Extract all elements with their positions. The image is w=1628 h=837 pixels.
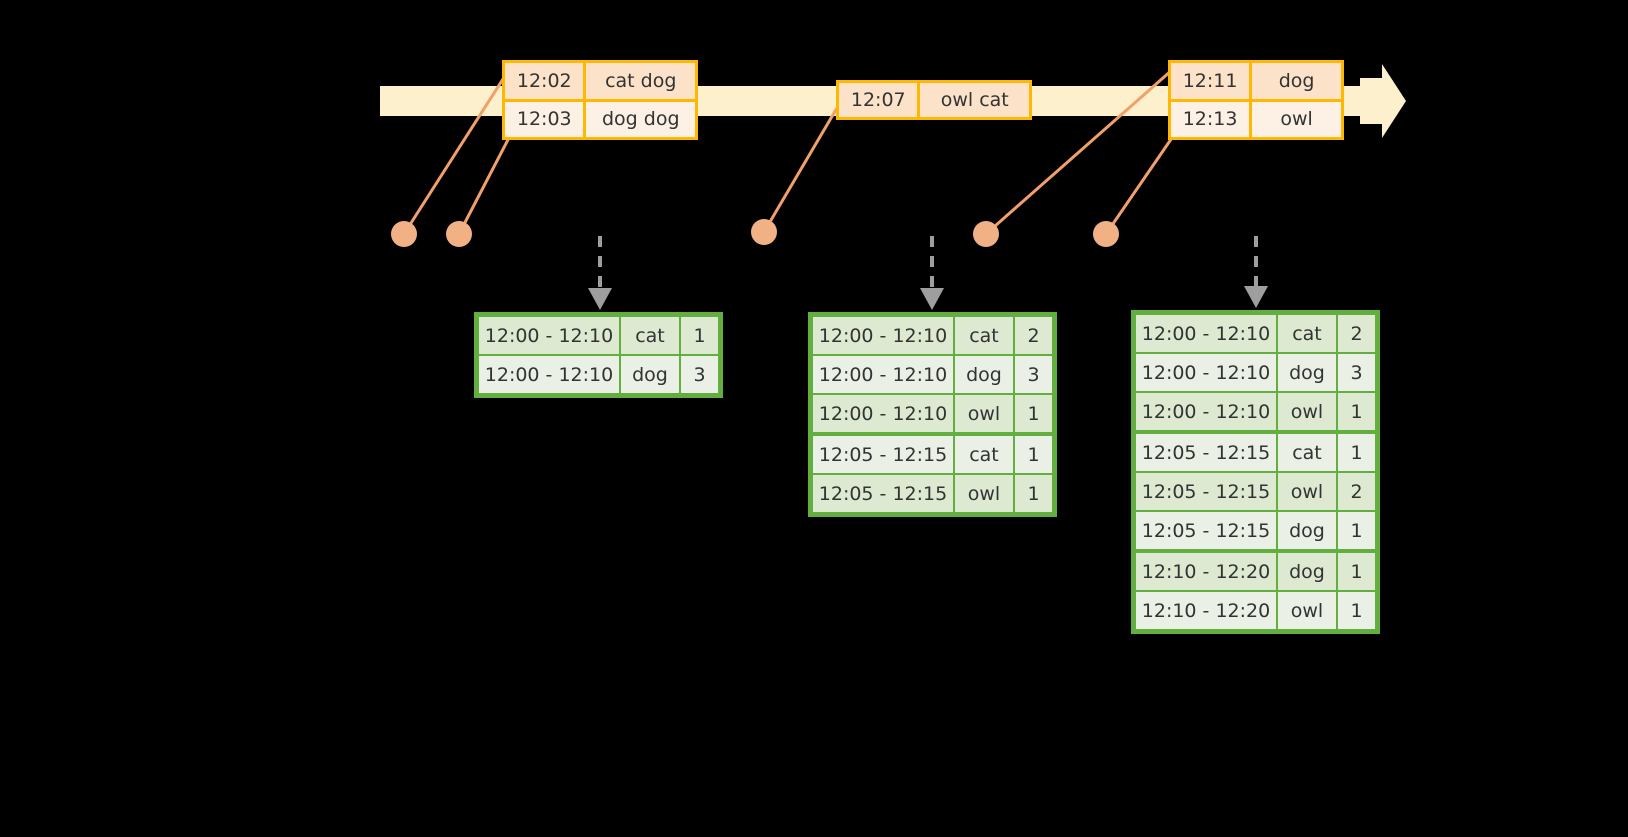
cell-key: cat bbox=[955, 436, 1013, 473]
cell-count: 1 bbox=[1015, 395, 1052, 432]
cell-count: 2 bbox=[1338, 473, 1375, 510]
cell-key: owl bbox=[955, 395, 1013, 432]
cell-window: 12:00 - 12:10 bbox=[813, 356, 953, 393]
event-dot bbox=[1093, 221, 1119, 247]
cell-count: 1 bbox=[1015, 475, 1052, 512]
event-row: 12:02 cat dog bbox=[505, 63, 695, 99]
cell-key: dog bbox=[1278, 553, 1336, 590]
cell-window: 12:00 - 12:10 bbox=[479, 356, 619, 393]
event-time: 12:11 bbox=[1171, 63, 1253, 99]
event-dot bbox=[391, 221, 417, 247]
cell-key: cat bbox=[1278, 315, 1336, 352]
event-dot-group bbox=[391, 219, 1119, 247]
cell-window: 12:05 - 12:15 bbox=[1136, 512, 1276, 549]
emit-arrow-group bbox=[598, 236, 1258, 288]
timeline-arrowhead-icon bbox=[1360, 64, 1406, 138]
cell-count: 1 bbox=[1338, 592, 1375, 629]
cell-window: 12:00 - 12:10 bbox=[479, 317, 619, 354]
event-time: 12:02 bbox=[505, 63, 587, 99]
cell-count: 3 bbox=[1015, 356, 1052, 393]
emit-arrowhead-icon bbox=[920, 288, 944, 310]
event-value: dog bbox=[1252, 63, 1341, 99]
cell-key: dog bbox=[1278, 354, 1336, 391]
cell-key: cat bbox=[1278, 434, 1336, 471]
cell-window: 12:00 - 12:10 bbox=[1136, 354, 1276, 391]
cell-count: 1 bbox=[1338, 434, 1375, 471]
cell-window: 12:10 - 12:20 bbox=[1136, 592, 1276, 629]
timeline-event-group-2[interactable]: 12:07 owl cat bbox=[836, 80, 1032, 120]
event-value: dog dog bbox=[586, 101, 695, 137]
cell-window: 12:05 - 12:15 bbox=[1136, 434, 1276, 471]
cell-key: cat bbox=[621, 317, 679, 354]
event-time: 12:03 bbox=[505, 101, 587, 137]
event-value: owl cat bbox=[920, 83, 1029, 117]
cell-key: dog bbox=[621, 356, 679, 393]
event-row: 12:11 dog bbox=[1171, 63, 1341, 99]
event-time: 12:13 bbox=[1171, 101, 1253, 137]
emit-arrowhead-icon bbox=[588, 288, 612, 310]
cell-count: 3 bbox=[681, 356, 718, 393]
cell-count: 1 bbox=[1015, 436, 1052, 473]
event-row: 12:03 dog dog bbox=[505, 98, 695, 137]
event-value: cat dog bbox=[586, 63, 695, 99]
cell-count: 1 bbox=[681, 317, 718, 354]
cell-window: 12:05 - 12:15 bbox=[813, 475, 953, 512]
cell-key: dog bbox=[1278, 512, 1336, 549]
cell-count: 1 bbox=[1338, 393, 1375, 430]
cell-window: 12:00 - 12:10 bbox=[813, 395, 953, 432]
event-row: 12:13 owl bbox=[1171, 98, 1341, 137]
event-row: 12:07 owl cat bbox=[839, 83, 1029, 117]
cell-key: owl bbox=[1278, 393, 1336, 430]
emit-arrowhead-icon bbox=[1244, 286, 1268, 308]
cell-count: 1 bbox=[1338, 553, 1375, 590]
cell-window: 12:05 - 12:15 bbox=[1136, 473, 1276, 510]
event-time: 12:07 bbox=[839, 83, 921, 117]
cell-count: 2 bbox=[1015, 317, 1052, 354]
cell-count: 3 bbox=[1338, 354, 1375, 391]
cell-key: owl bbox=[955, 475, 1013, 512]
cell-window: 12:00 - 12:10 bbox=[1136, 315, 1276, 352]
cell-count: 2 bbox=[1338, 315, 1375, 352]
timeline-event-group-3[interactable]: 12:11 dog 12:13 owl bbox=[1168, 60, 1344, 140]
cell-key: dog bbox=[955, 356, 1013, 393]
cell-key: cat bbox=[955, 317, 1013, 354]
timeline-event-group-1[interactable]: 12:02 cat dog 12:03 dog dog bbox=[502, 60, 698, 140]
event-value: owl bbox=[1252, 101, 1341, 137]
cell-window: 12:05 - 12:15 bbox=[813, 436, 953, 473]
event-dot bbox=[751, 219, 777, 245]
cell-key: owl bbox=[1278, 592, 1336, 629]
cell-window: 12:00 - 12:10 bbox=[813, 317, 953, 354]
cell-window: 12:00 - 12:10 bbox=[1136, 393, 1276, 430]
cell-window: 12:10 - 12:20 bbox=[1136, 553, 1276, 590]
cell-count: 1 bbox=[1338, 512, 1375, 549]
cell-key: owl bbox=[1278, 473, 1336, 510]
event-dot bbox=[973, 221, 999, 247]
event-dot bbox=[446, 221, 472, 247]
